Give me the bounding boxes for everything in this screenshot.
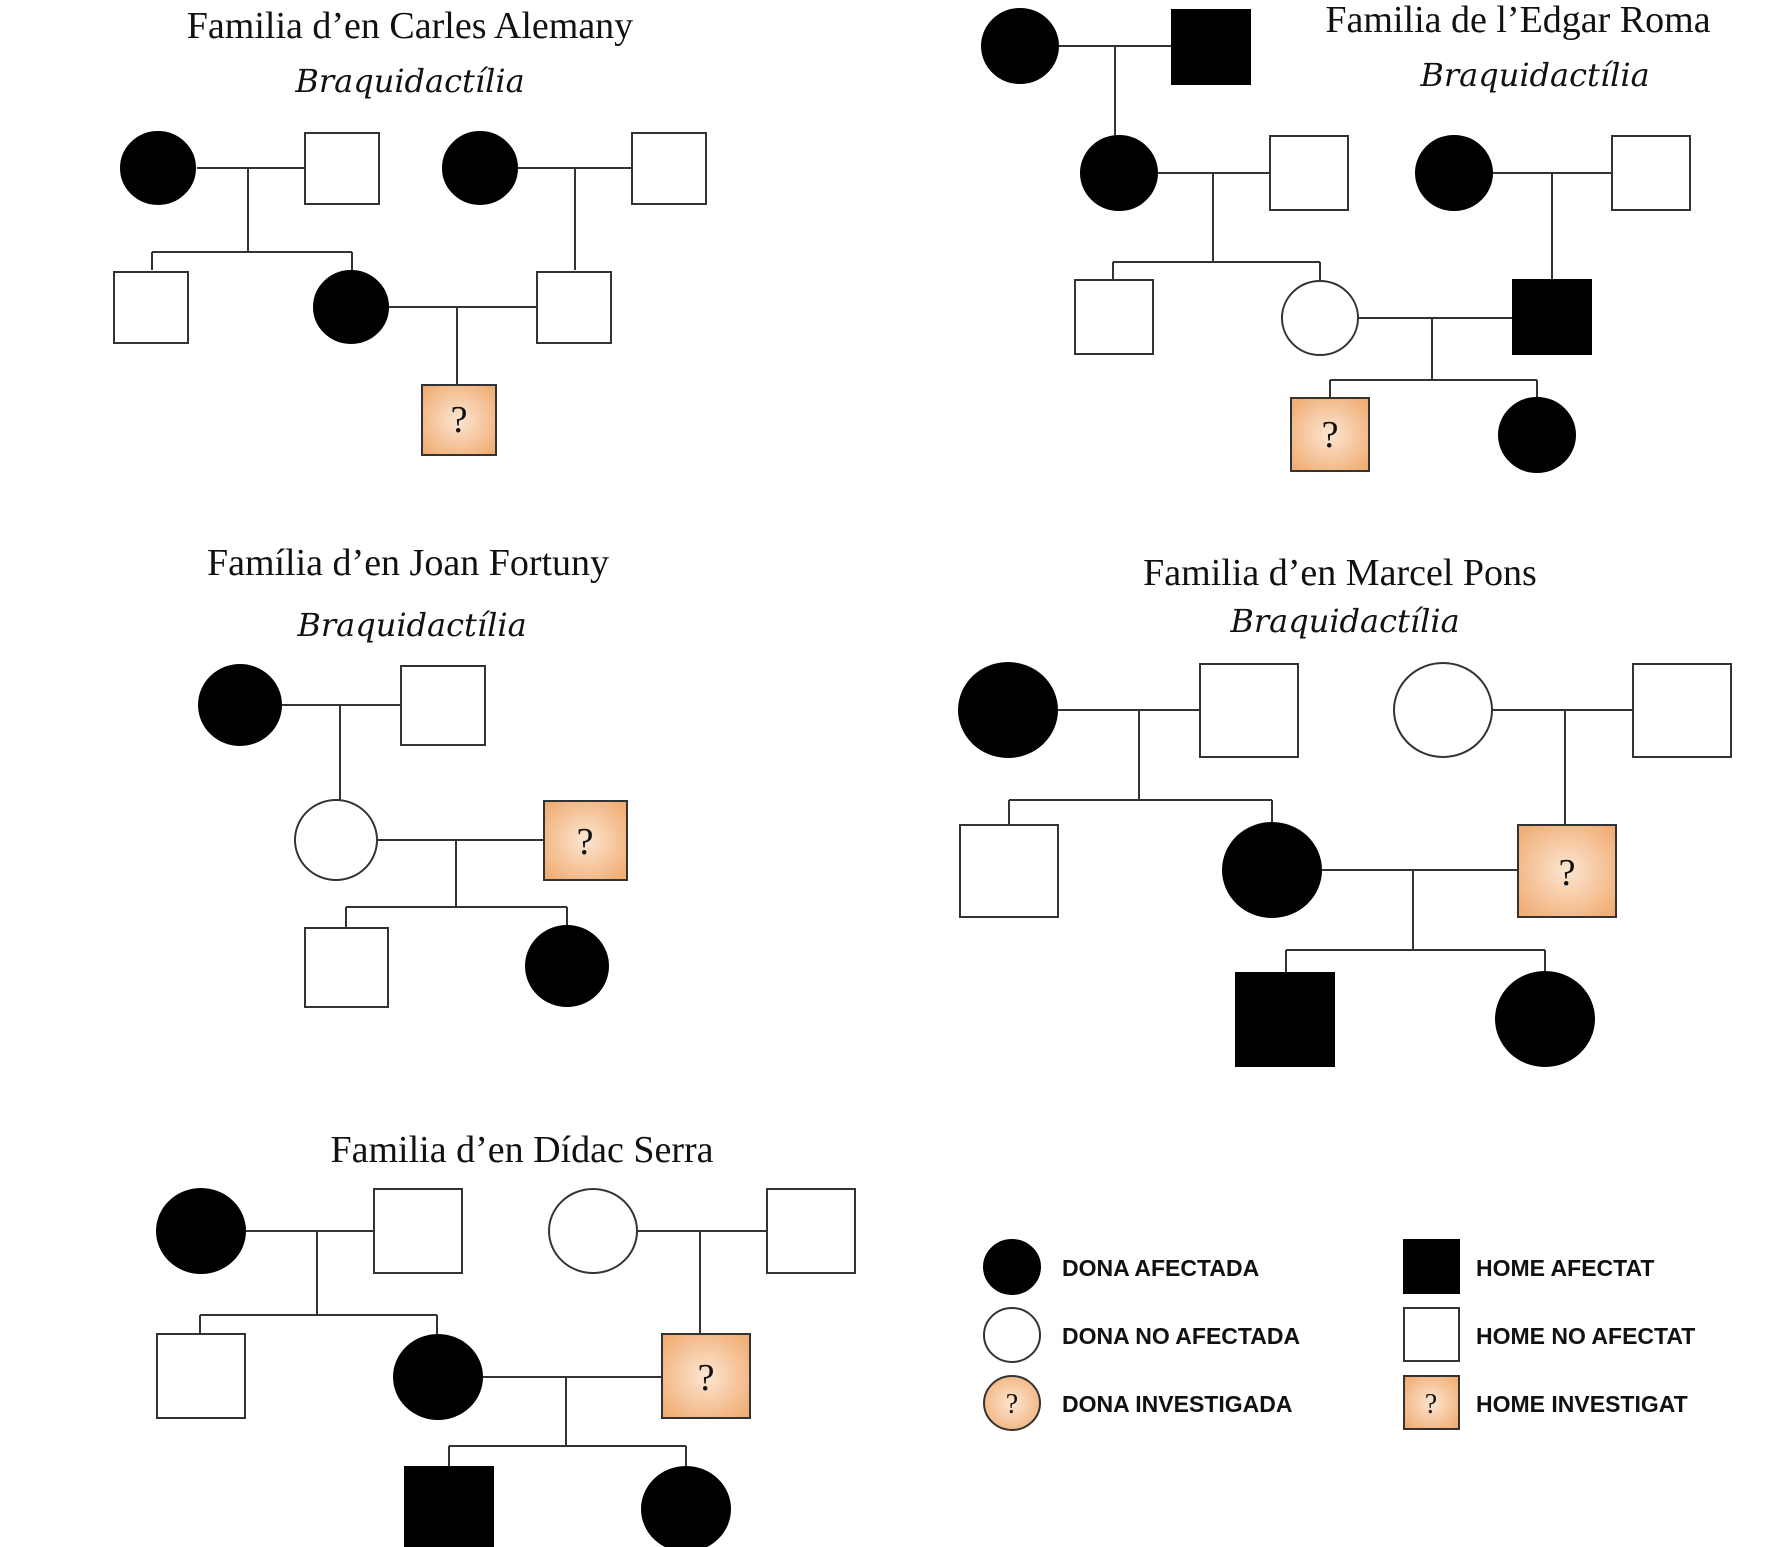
question-mark: ?	[1322, 414, 1339, 456]
pedigree-lines	[1008, 709, 1633, 972]
male-investigated: ?	[543, 800, 628, 881]
male-unaffected	[400, 665, 486, 746]
family-subtitle: Braquidactília	[1229, 602, 1459, 640]
male-unaffected	[766, 1188, 856, 1274]
family-marcel-pons: Familia d’en Marcel Pons Braquidactília …	[958, 552, 1732, 1067]
legend-male-affected-label: HOME AFECTAT	[1476, 1255, 1654, 1281]
male-unaffected	[113, 271, 189, 344]
family-subtitle: Braquidactília	[294, 62, 524, 100]
male-affected	[1235, 972, 1335, 1067]
male-unaffected	[304, 132, 380, 205]
female-affected	[958, 662, 1058, 758]
legend-male-unaffected-label: HOME NO AFECTAT	[1476, 1323, 1695, 1349]
family-title: Família d’en Joan Fortuny	[207, 542, 609, 584]
family-title: Familia d’en Dídac Serra	[330, 1129, 713, 1171]
female-affected	[393, 1334, 483, 1420]
family-didac-serra: Familia d’en Dídac Serra ?	[156, 1129, 856, 1547]
legend-female-unaffected-label: DONA NO AFECTADA	[1062, 1323, 1300, 1349]
male-investigated: ?	[661, 1333, 751, 1419]
male-unaffected	[959, 824, 1059, 918]
female-affected	[1415, 135, 1493, 211]
female-affected	[1498, 397, 1576, 473]
legend-male-affected-symbol	[1403, 1239, 1460, 1294]
family-carles-alemany: Familia d’en Carles Alemany Braquidactíl…	[113, 5, 707, 456]
male-unaffected	[1074, 279, 1154, 355]
family-title: Familia d’en Carles Alemany	[187, 5, 633, 47]
female-affected	[981, 8, 1059, 84]
family-title: Familia d’en Marcel Pons	[1143, 552, 1537, 594]
female-affected	[442, 131, 518, 205]
question-mark: ?	[698, 1357, 715, 1399]
family-title: Familia de l’Edgar Roma	[1325, 0, 1710, 41]
female-unaffected	[548, 1188, 638, 1274]
female-affected	[641, 1466, 731, 1547]
male-unaffected	[156, 1333, 246, 1419]
legend-female-investigated-symbol: ?	[983, 1375, 1041, 1431]
male-affected	[404, 1466, 494, 1547]
question-mark: ?	[1559, 852, 1576, 894]
male-unaffected	[631, 132, 707, 205]
male-unaffected	[536, 271, 612, 344]
legend: DONA AFECTADA DONA NO AFECTADA ? DONA IN…	[983, 1239, 1695, 1431]
male-unaffected	[304, 927, 389, 1008]
question-mark: ?	[1006, 1389, 1018, 1420]
female-affected	[1080, 135, 1158, 211]
female-affected	[120, 131, 196, 205]
female-unaffected	[1393, 662, 1493, 758]
female-affected	[156, 1188, 246, 1274]
pedigree-lines	[199, 1230, 767, 1467]
male-affected	[1512, 279, 1592, 355]
legend-male-unaffected-symbol	[1403, 1307, 1460, 1362]
male-unaffected	[1632, 663, 1732, 758]
legend-male-investigated-symbol: ?	[1403, 1375, 1460, 1430]
male-affected	[1171, 9, 1251, 85]
male-investigated: ?	[1517, 824, 1617, 918]
question-mark: ?	[577, 821, 594, 863]
male-investigated: ?	[1290, 397, 1370, 472]
male-unaffected	[1199, 663, 1299, 758]
female-affected	[198, 664, 282, 746]
legend-male-investigated-label: HOME INVESTIGAT	[1476, 1391, 1688, 1417]
female-affected	[525, 925, 609, 1007]
pedigree-lines	[280, 704, 568, 928]
female-unaffected	[1281, 280, 1359, 356]
pedigree-lines	[151, 167, 632, 385]
female-affected	[313, 270, 389, 344]
question-mark: ?	[1425, 1389, 1437, 1420]
family-edgar-roma: Familia de l’Edgar Roma Braquidactília	[981, 0, 1711, 473]
legend-female-affected-label: DONA AFECTADA	[1062, 1255, 1259, 1281]
family-joan-fortuny: Família d’en Joan Fortuny Braquidactília…	[198, 542, 628, 1008]
male-unaffected	[1611, 135, 1691, 211]
question-mark: ?	[451, 399, 468, 441]
male-investigated: ?	[421, 384, 497, 456]
female-affected	[1495, 971, 1595, 1067]
legend-female-unaffected-symbol	[983, 1307, 1041, 1363]
legend-female-affected-symbol	[983, 1239, 1041, 1295]
family-subtitle: Braquidactília	[1419, 56, 1649, 94]
family-subtitle: Braquidactília	[296, 606, 526, 644]
male-unaffected	[1269, 135, 1349, 211]
pedigree-lines	[1058, 45, 1612, 398]
female-unaffected	[294, 799, 378, 881]
female-affected	[1222, 822, 1322, 918]
legend-female-investigated-label: DONA INVESTIGADA	[1062, 1391, 1292, 1417]
male-unaffected	[373, 1188, 463, 1274]
